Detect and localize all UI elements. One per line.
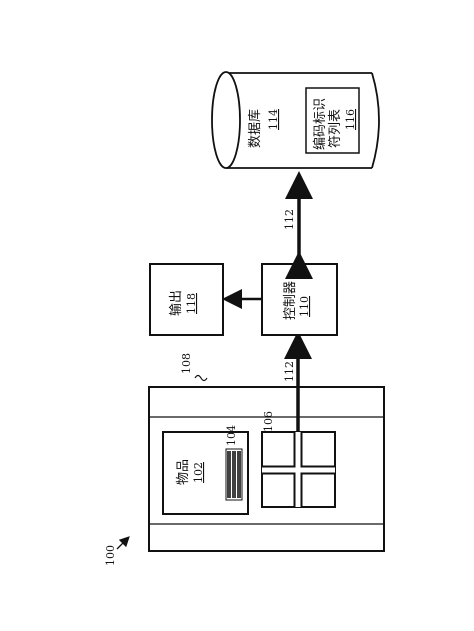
upper-connection-ref: 112: [283, 209, 296, 230]
item-label: 物品: [176, 459, 191, 485]
figure-ref: 100: [104, 545, 117, 566]
identifier-list-line2: 符列表: [327, 109, 343, 148]
barcode-ref: 104: [225, 425, 238, 446]
scanner: [261, 431, 336, 508]
controller-ref: 110: [298, 296, 311, 317]
output-ref: 118: [185, 293, 198, 314]
controller-label: 控制器: [283, 281, 298, 320]
controller-box: 控制器 110: [261, 263, 338, 336]
output-box: 输出 118: [149, 263, 224, 336]
lower-connection-ref: 112: [283, 361, 296, 382]
barcode: [225, 448, 243, 501]
figure-ref-arrow: [116, 536, 130, 550]
system-box-ref: 108: [180, 353, 193, 374]
system-box-leader: [194, 374, 208, 382]
identifier-list-box: 编码标识 符列表 116: [305, 87, 360, 154]
identifier-list-line1: 编码标识: [313, 98, 328, 150]
database-label: 数据库: [247, 109, 263, 148]
output-label: 输出: [168, 290, 184, 316]
scanner-ref: 106: [262, 411, 275, 432]
item-ref: 102: [192, 462, 205, 483]
database-ref: 114: [267, 109, 280, 130]
identifier-list-ref: 116: [344, 109, 357, 130]
